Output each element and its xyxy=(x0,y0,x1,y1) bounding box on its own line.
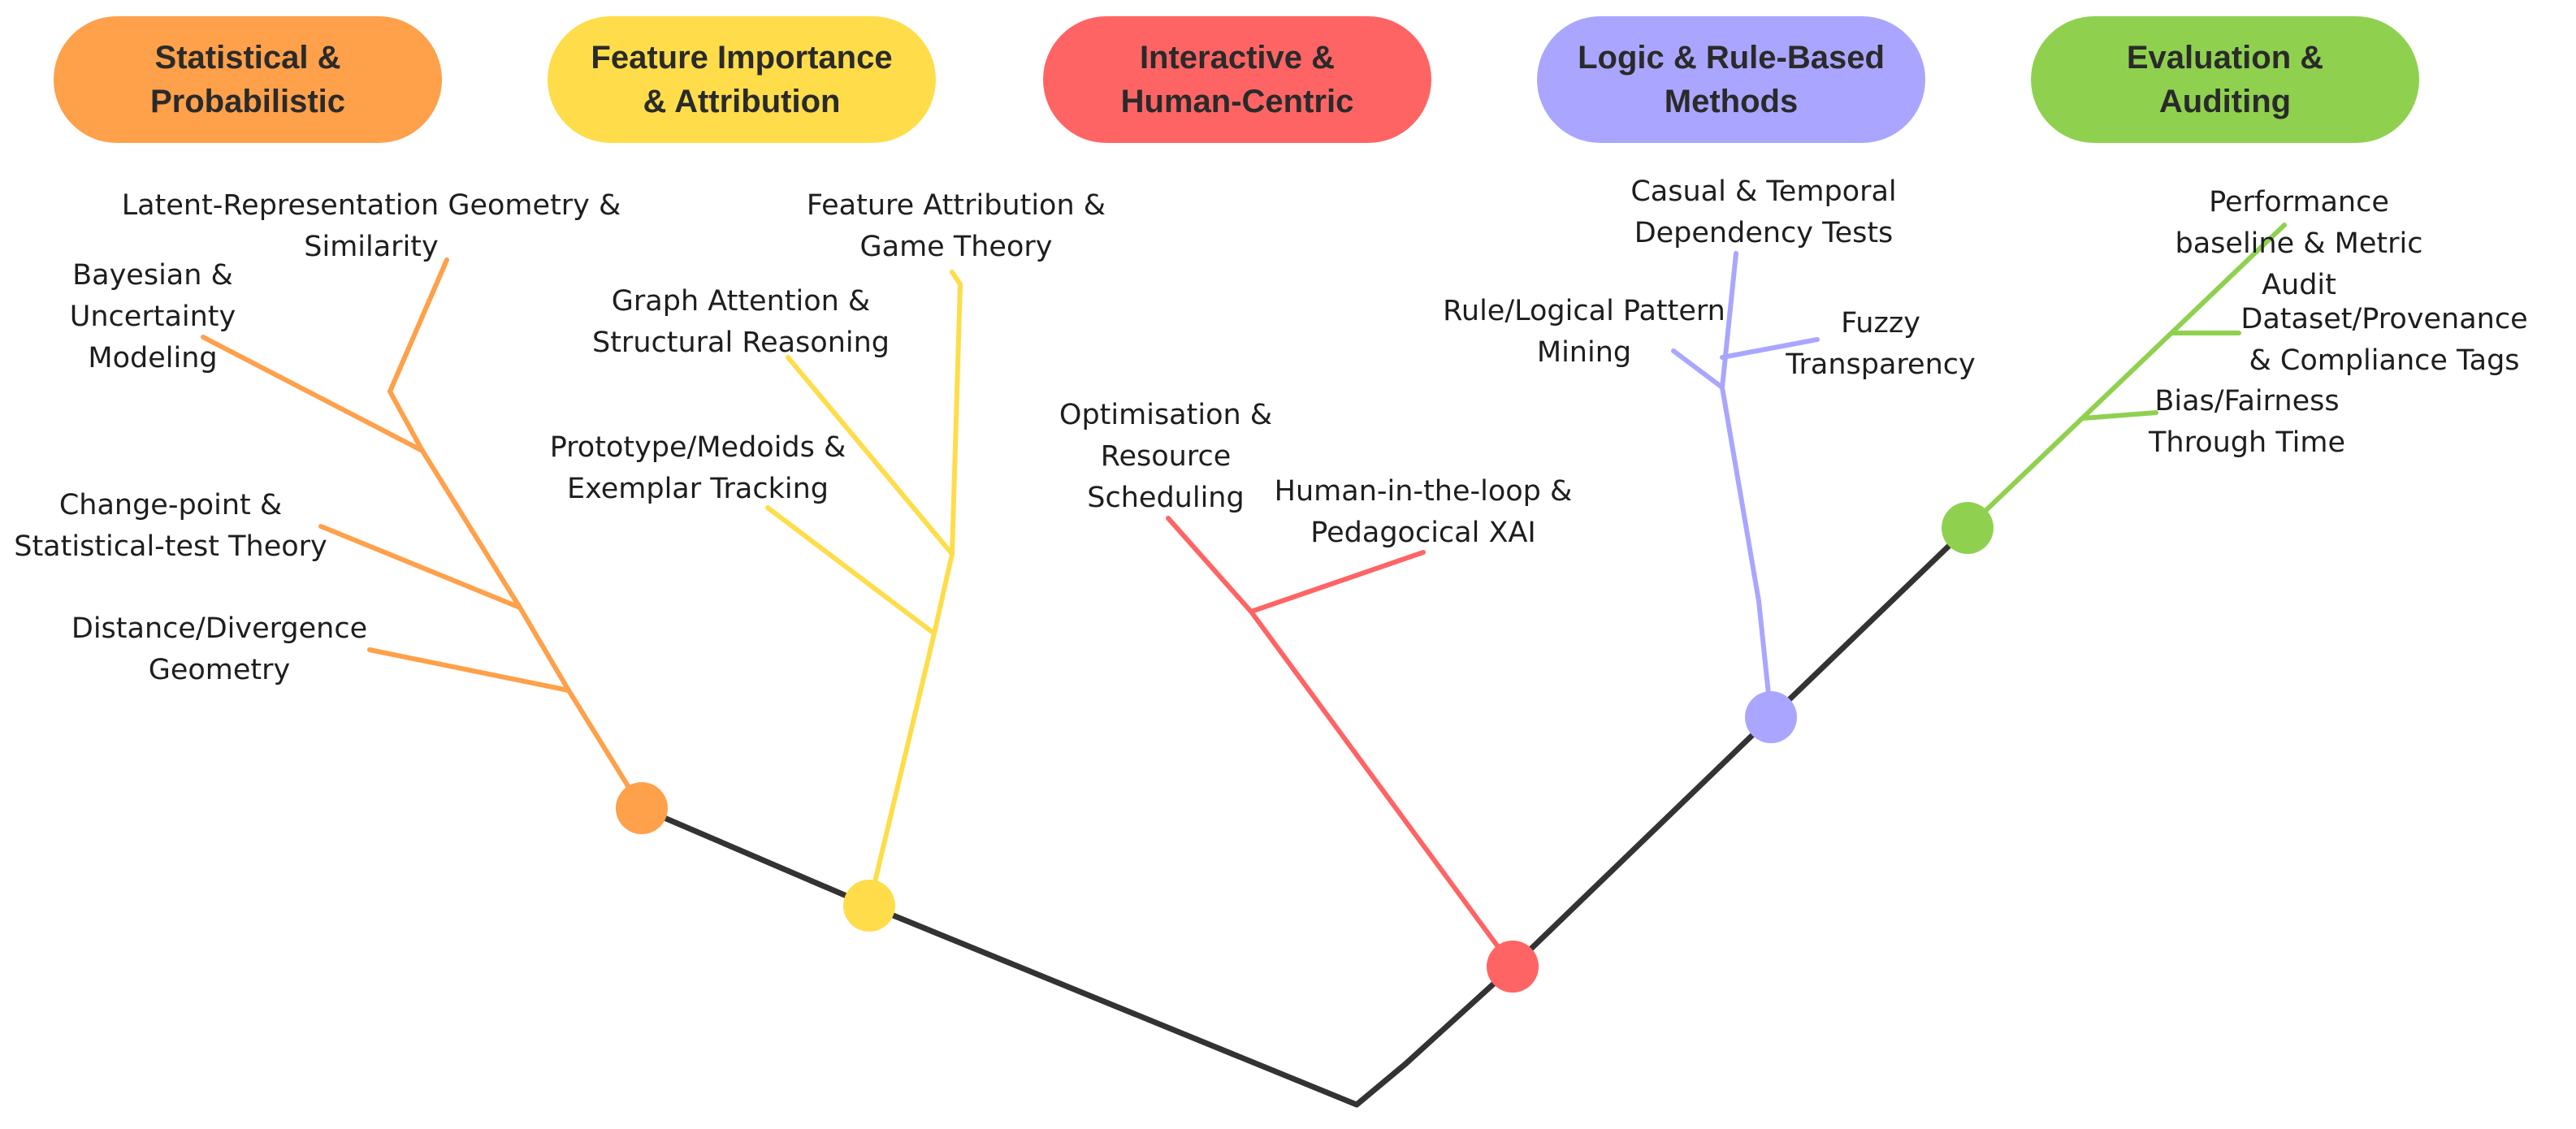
trunk-line xyxy=(639,525,1971,1108)
branch-inter-human-loop xyxy=(1249,550,1426,614)
branch-label-feature-attribution: Feature Attribution & Game Theory xyxy=(806,189,1106,263)
branch-label-causal-temporal: Casual & Temporal Dependency Tests xyxy=(1630,175,1897,249)
branch-label-dataset-provenance: Dataset/Provenance & Compliance Tags xyxy=(2240,303,2528,377)
branch-stat-main xyxy=(387,257,644,811)
branch-eval-bias xyxy=(2080,410,2158,421)
branch-label-bias-fairness: Bias/Fairness Through Time xyxy=(2149,385,2345,459)
branch-logic-main xyxy=(1720,251,1773,720)
branch-logic-rule-mining xyxy=(1671,348,1725,390)
branch-feat-prototype xyxy=(765,505,937,636)
branch-label-performance-baseline: Performance baseline & Metric Audit xyxy=(2175,186,2423,301)
branch-eval-main xyxy=(1965,223,2287,530)
branch-label-optimisation: Optimisation & Resource Scheduling xyxy=(1059,399,1273,514)
node-feature-importance xyxy=(843,880,895,932)
branch-inter-optimisation xyxy=(1166,516,1515,969)
branch-label-change-point: Change-point & Statistical-test Theory xyxy=(14,489,327,563)
branch-feat-graph-attention xyxy=(786,355,955,556)
branch-label-rule-logical-pattern: Rule/Logical Pattern Mining xyxy=(1443,295,1725,369)
category-pill-interactive: Interactive & Human-Centric xyxy=(1043,16,1431,143)
category-pill-feature-importance: Feature Importance & Attribution xyxy=(548,16,936,143)
branch-stat-change-point xyxy=(318,524,522,610)
branch-label-human-in-the-loop: Human-in-the-loop & Pedagocical XAI xyxy=(1274,475,1573,549)
branch-stat-distance xyxy=(367,647,571,693)
branch-logic-fuzzy xyxy=(1720,337,1820,360)
branch-label-distance-divergence: Distance/Divergence Geometry xyxy=(71,612,368,686)
node-evaluation xyxy=(1942,502,1994,554)
branch-stat-bayesian xyxy=(201,335,425,453)
category-pill-logic-rule: Logic & Rule-Based Methods xyxy=(1537,16,1925,143)
node-logic xyxy=(1745,691,1797,743)
node-interactive xyxy=(1487,941,1539,993)
branch-label-fuzzy-transparency: Fuzzy Transparency xyxy=(1786,307,1976,381)
category-pill-statistical: Statistical & Probabilistic xyxy=(54,16,442,143)
branch-feat-main xyxy=(867,270,963,908)
branch-label-prototype-medoids: Prototype/Medoids & Exemplar Tracking xyxy=(549,431,846,505)
branch-label-latent-representation: Latent-Representation Geometry & Similar… xyxy=(121,189,621,263)
category-pill-evaluation: Evaluation & Auditing xyxy=(2031,16,2419,143)
branch-label-bayesian: Bayesian & Uncertainty Modeling xyxy=(69,259,236,374)
node-statistical xyxy=(616,782,668,834)
branch-label-graph-attention: Graph Attention & Structural Reasoning xyxy=(591,285,890,359)
